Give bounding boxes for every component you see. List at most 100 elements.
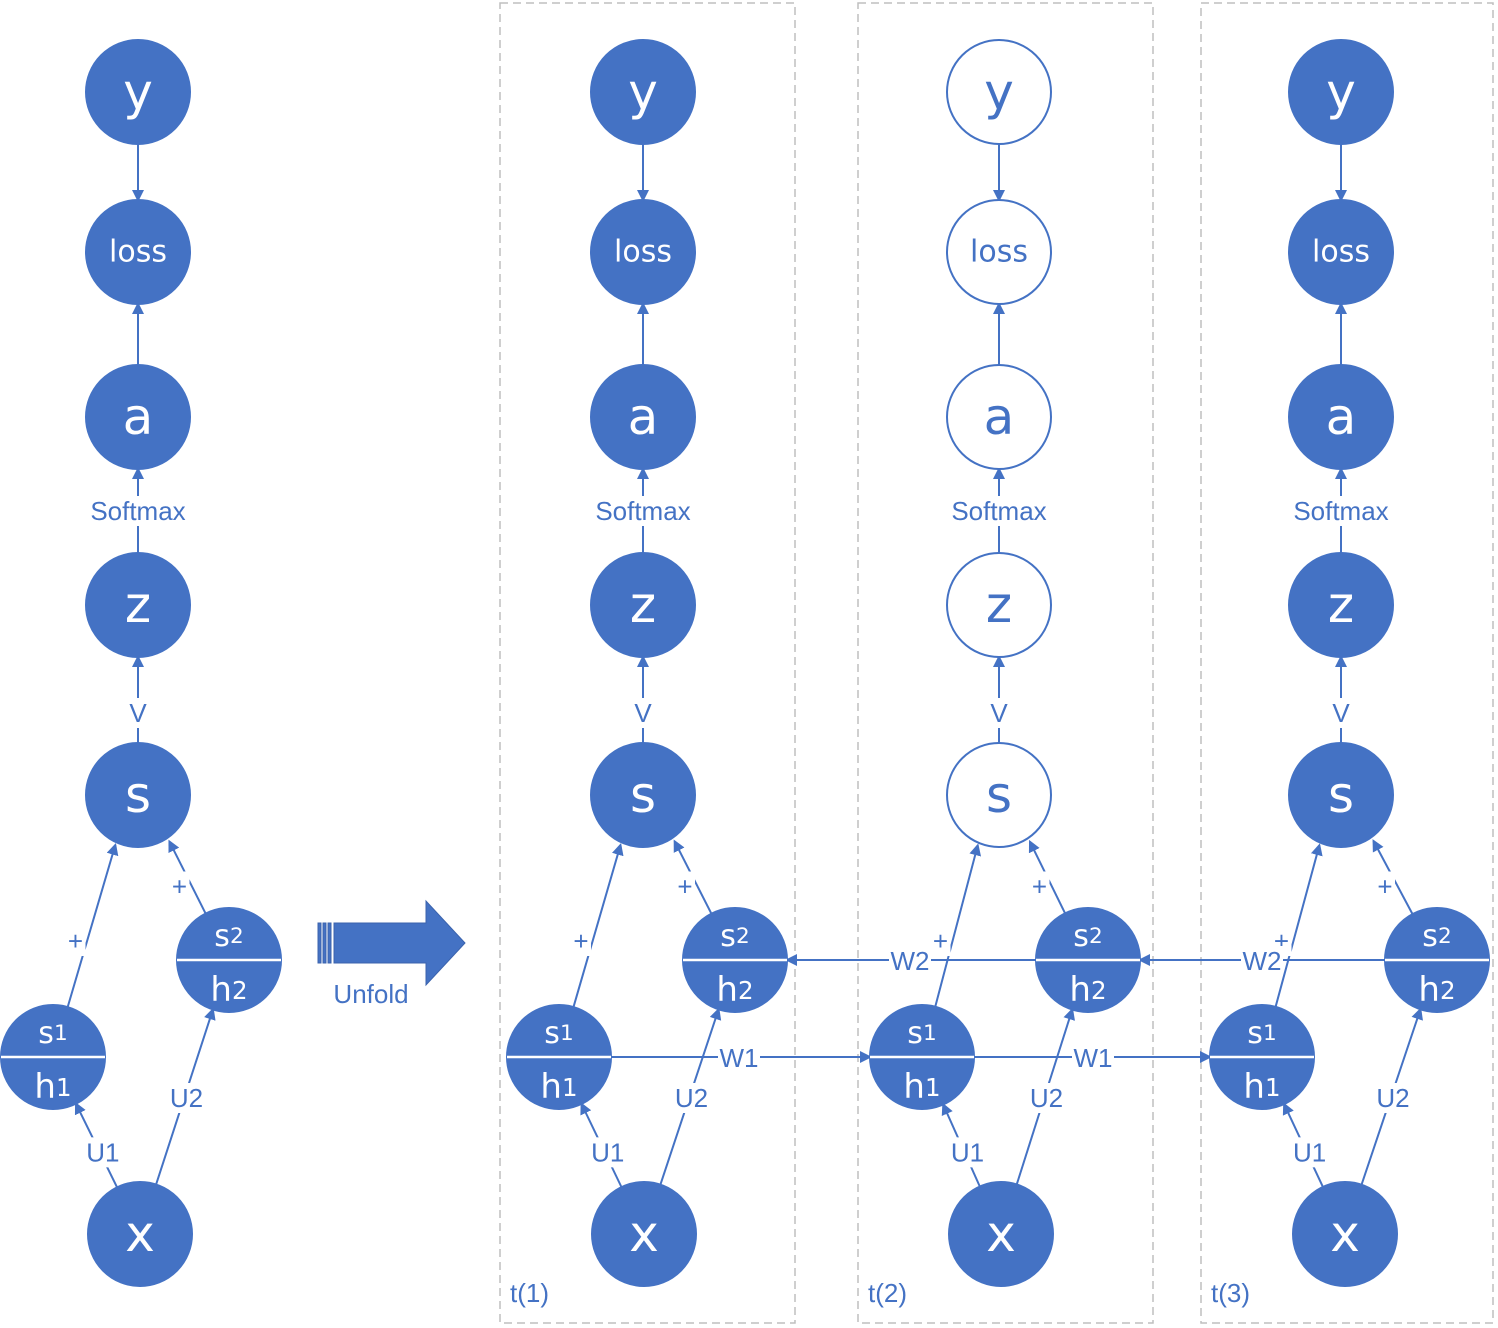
node-rolled-loss: loss bbox=[85, 199, 191, 305]
node-t1-s1-h1-bottom-label: h1 bbox=[540, 1067, 577, 1107]
edge-t3-s1-s bbox=[1274, 843, 1323, 1008]
node-t3-z: z bbox=[1288, 552, 1394, 658]
frame-label-t3: t(3) bbox=[1211, 1278, 1250, 1308]
node-t2-a: a bbox=[946, 364, 1052, 470]
node-rolled-z-label: z bbox=[125, 576, 151, 634]
node-t3-s2-h2-top-label: s2 bbox=[1422, 919, 1451, 954]
node-t2-s1-h1-bottom-label: h1 bbox=[903, 1067, 940, 1107]
node-t2-a-label: a bbox=[984, 388, 1015, 446]
node-t1-a-label: a bbox=[628, 388, 659, 446]
edge-label-t1-softmax-group: Softmax bbox=[589, 496, 697, 526]
edge-w2-t2-t1-label: W2 bbox=[891, 946, 930, 976]
frame-t3 bbox=[1200, 2, 1494, 1324]
edge-label-t3-plus-right-group: + bbox=[1375, 871, 1395, 902]
edge-label-t1-v-group: V bbox=[631, 698, 655, 728]
node-rolled-s1-h1-bottom-label: h1 bbox=[34, 1067, 71, 1107]
edge-label-t2-u2: U2 bbox=[1030, 1083, 1063, 1113]
node-t1-y-label: y bbox=[628, 63, 658, 121]
edge-label-rolled-plus-left: + bbox=[68, 926, 83, 956]
node-t3-loss: loss bbox=[1288, 199, 1394, 305]
node-t2-loss: loss bbox=[946, 199, 1052, 305]
node-t3-y-label: y bbox=[1326, 63, 1356, 121]
node-t1-y: y bbox=[590, 39, 696, 145]
node-t1-s-label: s bbox=[630, 766, 656, 824]
frame-t1 bbox=[499, 2, 796, 1324]
frame-label-t1: t(1) bbox=[510, 1278, 549, 1308]
node-t2-loss-label: loss bbox=[970, 235, 1028, 270]
edge-label-t2-softmax: Softmax bbox=[951, 496, 1046, 526]
node-t2-y-label: y bbox=[984, 63, 1014, 121]
node-rolled-s: s bbox=[85, 742, 191, 848]
edge-label-rolled-u1-group: U1 bbox=[83, 1137, 122, 1168]
node-t3-s1-h1-top-label: s1 bbox=[1247, 1016, 1276, 1051]
edge-label-t3-u1: U1 bbox=[1293, 1137, 1326, 1167]
node-rolled-s2-h2-bottom-label: h2 bbox=[210, 970, 247, 1010]
node-t3-y: y bbox=[1288, 39, 1394, 145]
edge-label-t2-v: V bbox=[990, 698, 1008, 728]
node-t1-loss-label: loss bbox=[614, 235, 672, 270]
node-t1-loss: loss bbox=[590, 199, 696, 305]
node-rolled-s-label: s bbox=[125, 766, 151, 824]
node-rolled-y-label: y bbox=[123, 63, 153, 121]
node-t2-s2-h2-top-label: s2 bbox=[1073, 919, 1102, 954]
edge-label-t3-u2-group: U2 bbox=[1374, 1083, 1412, 1113]
edge-label-t3-u2: U2 bbox=[1376, 1083, 1409, 1113]
edge-label-t2-u2-group: U2 bbox=[1027, 1083, 1066, 1113]
frame-t2 bbox=[857, 2, 1154, 1324]
edge-label-t3-softmax: Softmax bbox=[1293, 496, 1388, 526]
node-t2-x: x bbox=[948, 1181, 1054, 1287]
edge-label-t2-v-group: V bbox=[987, 698, 1011, 728]
edge-label-t3-plus-right: + bbox=[1377, 872, 1392, 902]
edge-label-t3-u1-group: U1 bbox=[1290, 1137, 1329, 1168]
edge-w2-t3-t2-label-group: W2 bbox=[1241, 946, 1283, 976]
edge-label-rolled-plus-left-group: + bbox=[65, 926, 86, 956]
edge-label-rolled-u1: U1 bbox=[86, 1137, 119, 1167]
edge-w1-t1-t2-label-group: W1 bbox=[718, 1043, 760, 1073]
edge-w1-t2-t3-label-group: W1 bbox=[1072, 1043, 1114, 1073]
nodes-layer: ylossazsxs1h1s2h2ylossazsxs1h1s2h2ylossa… bbox=[0, 39, 1490, 1287]
edge-label-t1-plus-left-group: + bbox=[571, 926, 591, 956]
node-t3-a: a bbox=[1288, 364, 1394, 470]
edge-w2-t2-t1-label-group: W2 bbox=[889, 946, 931, 976]
node-t1-s2-h2-top-label: s2 bbox=[720, 919, 749, 954]
node-t3-z-label: z bbox=[1328, 576, 1354, 634]
node-t2-s-label: s bbox=[986, 766, 1012, 824]
edge-label-t3-v-group: V bbox=[1329, 698, 1353, 728]
node-t2-z: z bbox=[946, 552, 1052, 658]
edge-label-t1-plus-left: + bbox=[573, 926, 588, 956]
node-rolled-x: x bbox=[87, 1181, 193, 1287]
node-t3-s: s bbox=[1288, 742, 1394, 848]
edge-label-t1-u1: U1 bbox=[591, 1137, 624, 1167]
edge-label-t3-v: V bbox=[1332, 698, 1350, 728]
edge-label-t2-plus-left: + bbox=[933, 926, 948, 956]
unfold-label: Unfold bbox=[333, 979, 408, 1009]
edge-label-t1-softmax: Softmax bbox=[595, 496, 690, 526]
node-rolled-s1-h1-top-label: s1 bbox=[38, 1016, 67, 1051]
edge-w1-t1-t2-label: W1 bbox=[720, 1043, 759, 1073]
node-t3-s-label: s bbox=[1328, 766, 1354, 824]
node-t1-z-label: z bbox=[630, 576, 656, 634]
node-t3-loss-label: loss bbox=[1312, 235, 1370, 270]
node-rolled-y: y bbox=[85, 39, 191, 145]
node-t3-x: x bbox=[1292, 1181, 1398, 1287]
node-t3-s1-h1-bottom-label: h1 bbox=[1243, 1067, 1280, 1107]
node-rolled-x-label: x bbox=[125, 1205, 155, 1263]
node-t2-y: y bbox=[946, 39, 1052, 145]
edge-label-t2-u1: U1 bbox=[951, 1137, 984, 1167]
edge-w2-t3-t2-label: W2 bbox=[1243, 946, 1282, 976]
node-rolled-a-label: a bbox=[123, 388, 154, 446]
edge-label-t3-softmax-group: Softmax bbox=[1287, 496, 1395, 526]
node-rolled-s2-h2-top-label: s2 bbox=[214, 919, 243, 954]
node-t1-a: a bbox=[590, 364, 696, 470]
node-t1-s1-h1-top-label: s1 bbox=[544, 1016, 573, 1051]
edge-label-rolled-plus-right-group: + bbox=[169, 871, 190, 902]
edge-label-t1-u2-group: U2 bbox=[672, 1083, 711, 1113]
node-t2-x-label: x bbox=[986, 1205, 1016, 1263]
edge-label-t1-v: V bbox=[634, 698, 652, 728]
